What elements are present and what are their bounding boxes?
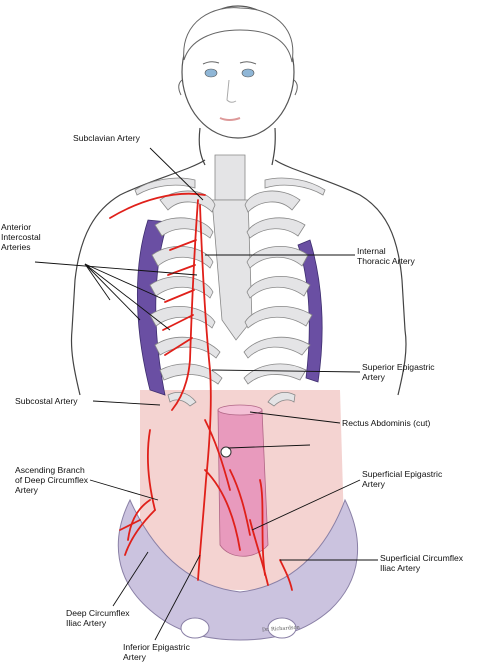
label-internal-thoracic-artery: Internal Thoracic Artery [357,246,415,266]
body-outline [70,127,407,396]
label-ascending-branch-deep-circumflex: Ascending Branch of Deep Circumflex Arte… [15,465,89,495]
intercostal-muscle-right [297,239,323,383]
pelvis [117,498,359,641]
head [178,5,298,139]
label-inferior-epigastric-artery: Inferior Epigastric Artery [123,642,190,662]
label-deep-circumflex-iliac-artery: Deep Circumflex Iliac Artery [66,608,130,628]
label-superficial-circumflex-iliac-artery: Superficial Circumflex Iliac Artery [380,553,464,573]
label-anterior-intercostal-arteries: Anterior Intercostal Arteries [1,222,41,252]
label-subclavian-artery: Subclavian Artery [73,133,140,143]
arteries [109,192,293,591]
leader-lines [34,147,378,641]
label-superior-epigastric-artery: Superior Epigastric Artery [362,362,435,382]
label-subcostal-artery: Subcostal Artery [15,396,78,406]
rib-cage [134,154,326,407]
label-rectus-abdominis: Rectus Abdominis (cut) [342,418,431,428]
label-superficial-epigastric-artery: Superficial Epigastric Artery [362,469,443,489]
